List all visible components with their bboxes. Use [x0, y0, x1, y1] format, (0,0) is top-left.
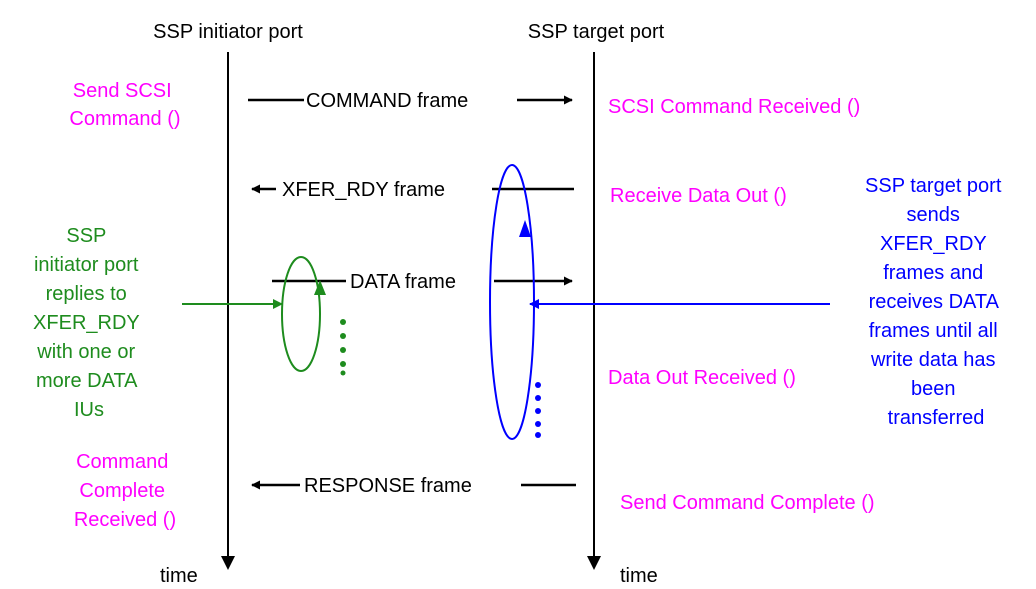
data-frame-label: DATA frame: [350, 271, 456, 293]
initiator-time-label: time: [160, 565, 198, 587]
command-complete-received-label: Command Complete Received (): [74, 451, 176, 531]
target-timeline-arrowhead: [587, 556, 601, 570]
target-transfer-loop-arrowhead: [519, 220, 531, 237]
initiator-note-text: SSP initiator port replies to XFER_RDY w…: [33, 225, 145, 421]
initiator-continuation-dots: [340, 319, 346, 376]
target-note-text: SSP target port sends XFER_RDY frames an…: [865, 175, 1007, 429]
initiator-port-header: SSP initiator port: [153, 21, 303, 43]
send-command-complete-label: Send Command Complete (): [620, 492, 875, 514]
initiator-timeline-arrowhead: [221, 556, 235, 570]
initiator-data-loop-ellipse: [281, 256, 321, 372]
data-out-received-label: Data Out Received (): [608, 367, 796, 389]
command-frame-label: COMMAND frame: [306, 90, 468, 112]
target-port-header: SSP target port: [528, 21, 665, 43]
send-scsi-command-label: Send SCSI Command (): [69, 80, 180, 130]
scsi-command-received-label: SCSI Command Received (): [608, 96, 860, 118]
initiator-data-loop-arrowhead: [314, 280, 326, 295]
receive-data-out-label: Receive Data Out (): [610, 185, 787, 207]
response-frame-label: RESPONSE frame: [304, 475, 472, 497]
target-continuation-dots: [535, 382, 541, 438]
target-transfer-loop-ellipse: [489, 164, 535, 440]
target-time-label: time: [620, 565, 658, 587]
xfer-rdy-frame-label: XFER_RDY frame: [282, 179, 445, 201]
